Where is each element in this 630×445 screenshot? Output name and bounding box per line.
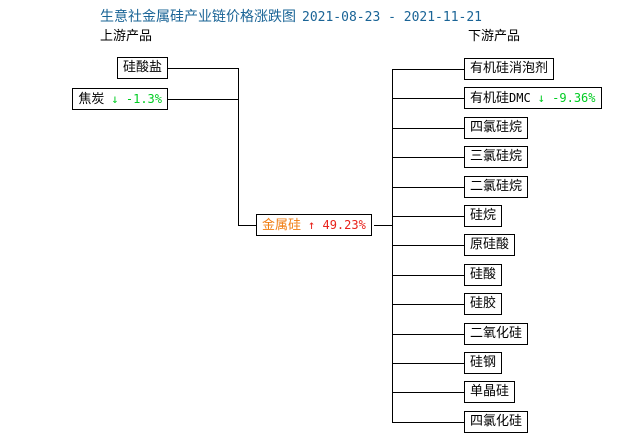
change-down-indicator: ↓ -1.3%	[111, 92, 162, 106]
node-label: 四氯硅烷	[470, 120, 523, 135]
downstream-branch-3	[392, 157, 464, 158]
downstream-node-11[interactable]: 单晶硅	[464, 381, 516, 403]
node-label: 二氯硅烷	[470, 179, 523, 194]
center-node-metal-silicon[interactable]: 金属硅 ↑ 49.23%	[256, 214, 372, 236]
downstream-node-1[interactable]: 有机硅DMC ↓ -9.36%	[464, 87, 602, 109]
center-to-downstream-trunk	[374, 225, 392, 226]
downstream-branch-10	[392, 363, 464, 364]
upstream-column-header: 上游产品	[100, 29, 153, 44]
downstream-branch-9	[392, 334, 464, 335]
downstream-branch-8	[392, 304, 464, 305]
downstream-node-6[interactable]: 原硅酸	[464, 234, 516, 256]
node-label: 硅酸盐	[122, 60, 162, 75]
node-label-ascii: DMC	[509, 91, 531, 105]
downstream-node-2[interactable]: 四氯硅烷	[464, 117, 529, 139]
upstream-node-1[interactable]: 焦炭 ↓ -1.3%	[72, 88, 168, 110]
downstream-branch-1	[392, 98, 464, 99]
chart-title-text: 生意社金属硅产业链价格涨跌图	[100, 9, 296, 25]
downstream-branch-4	[392, 187, 464, 188]
node-label: 有机硅	[470, 91, 510, 106]
downstream-node-12[interactable]: 四氯化硅	[464, 411, 529, 433]
downstream-node-9[interactable]: 二氧化硅	[464, 323, 529, 345]
node-label: 焦炭	[78, 92, 105, 107]
downstream-column-header: 下游产品	[468, 29, 521, 44]
change-up-indicator: ↑ 49.23%	[308, 218, 366, 232]
node-label: 二氧化硅	[470, 326, 523, 341]
node-label: 单晶硅	[470, 384, 510, 399]
downstream-branch-11	[392, 392, 464, 393]
chart-date-range: 2021-08-23 - 2021-11-21	[302, 10, 483, 25]
downstream-node-10[interactable]: 硅钢	[464, 352, 503, 374]
node-label: 硅钢	[470, 355, 497, 370]
downstream-node-5[interactable]: 硅烷	[464, 205, 503, 227]
downstream-branch-0	[392, 69, 464, 70]
node-label: 有机硅消泡剂	[470, 61, 549, 76]
downstream-branch-5	[392, 216, 464, 217]
downstream-branch-12	[392, 422, 464, 423]
change-down-indicator: ↓ -9.36%	[537, 91, 596, 105]
downstream-trunk	[392, 69, 393, 422]
upstream-branch-1	[168, 99, 238, 100]
upstream-trunk-to-center	[238, 225, 256, 226]
node-label: 金属硅	[262, 218, 302, 233]
downstream-node-0[interactable]: 有机硅消泡剂	[464, 58, 555, 80]
upstream-node-0[interactable]: 硅酸盐	[116, 57, 168, 79]
upstream-trunk	[238, 68, 239, 225]
node-label: 原硅酸	[470, 237, 510, 252]
node-label: 三氯硅烷	[470, 149, 523, 164]
downstream-node-7[interactable]: 硅酸	[464, 264, 503, 286]
node-label: 硅烷	[470, 208, 497, 223]
upstream-branch-0	[168, 68, 238, 69]
downstream-branch-7	[392, 275, 464, 276]
node-label: 硅胶	[470, 296, 497, 311]
downstream-branch-2	[392, 128, 464, 129]
node-label: 四氯化硅	[470, 414, 523, 429]
downstream-branch-6	[392, 245, 464, 246]
downstream-node-8[interactable]: 硅胶	[464, 293, 503, 315]
downstream-node-3[interactable]: 三氯硅烷	[464, 146, 529, 168]
downstream-node-4[interactable]: 二氯硅烷	[464, 176, 529, 198]
node-label: 硅酸	[470, 267, 497, 282]
chart-title: 生意社金属硅产业链价格涨跌图 2021-08-23 - 2021-11-21	[100, 8, 482, 27]
